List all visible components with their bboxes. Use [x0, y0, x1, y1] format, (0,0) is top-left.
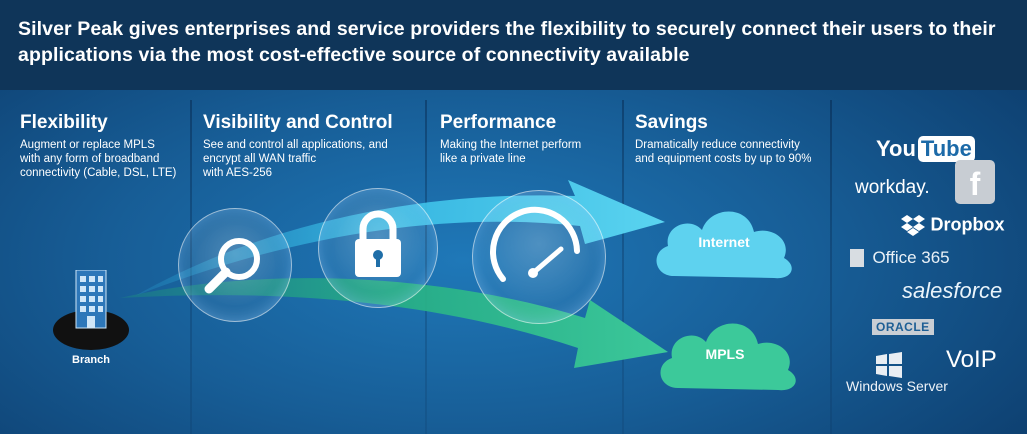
- savings-title: Savings: [635, 112, 708, 133]
- branch-node: Branch: [46, 269, 136, 370]
- performance-title: Performance: [440, 112, 557, 133]
- magnifier-icon: [204, 238, 260, 294]
- flexibility-desc-line: with any form of broadband: [20, 153, 160, 165]
- dropbox-logo: Dropbox: [900, 214, 1004, 236]
- lock-icon: [355, 210, 401, 277]
- visibility-desc-line: See and control all applications, and: [203, 139, 388, 151]
- office-icon: [850, 249, 864, 267]
- branch-label: Branch: [72, 354, 110, 366]
- workday-logo: workday.: [855, 177, 930, 198]
- youtube-tube: Tube: [917, 136, 975, 162]
- header-line-1: Silver Peak gives enterprises and servic…: [18, 18, 996, 40]
- windows-flag-icon: [876, 352, 902, 378]
- column-divider: [622, 100, 624, 434]
- flexibility-desc: Augment or replace MPLS with any form of…: [20, 138, 176, 180]
- dropbox-text: Dropbox: [930, 214, 1005, 235]
- performance-bubble: [472, 190, 606, 324]
- internet-label: Internet: [698, 234, 750, 250]
- voip-logo: VoIP: [946, 346, 997, 373]
- windows-server-logo: Windows Server: [846, 352, 948, 396]
- column-divider: [830, 100, 832, 434]
- mpls-cloud: [660, 323, 796, 391]
- youtube-you: You: [876, 136, 916, 161]
- office365-logo: Office 365: [850, 248, 950, 268]
- oracle-logo: ORACLE: [872, 319, 934, 335]
- flexibility-desc-line: Augment or replace MPLS: [20, 139, 155, 151]
- facebook-logo: f: [955, 160, 995, 204]
- flexibility-title: Flexibility: [20, 112, 108, 133]
- visibility-desc-line: encrypt all WAN traffic: [203, 153, 317, 165]
- visibility-desc-line: with AES-256: [203, 167, 273, 179]
- control-bubble: [318, 188, 438, 308]
- performance-desc-line: Making the Internet perform: [440, 139, 582, 151]
- visibility-bubble: [178, 208, 292, 322]
- flexibility-desc-line: connectivity (Cable, DSL, LTE): [20, 167, 177, 179]
- visibility-desc: See and control all applications, and en…: [203, 138, 388, 180]
- header-text: Silver Peak gives enterprises and servic…: [18, 16, 1008, 68]
- visibility-title: Visibility and Control: [203, 112, 393, 133]
- internet-cloud: [656, 211, 792, 279]
- building-icon: [53, 269, 129, 350]
- mpls-label: MPLS: [705, 346, 745, 362]
- dropbox-icon: [901, 215, 925, 236]
- office-text: Office 365: [872, 248, 950, 267]
- speedometer-icon: [490, 206, 580, 282]
- performance-desc-line: like a private line: [440, 153, 526, 165]
- header-line-2: applications via the most cost-effective…: [18, 44, 690, 66]
- savings-desc-line: Dramatically reduce connectivity: [635, 139, 800, 151]
- performance-desc: Making the Internet perform like a priva…: [440, 138, 581, 166]
- header-banner: Silver Peak gives enterprises and servic…: [0, 0, 1027, 90]
- savings-desc: Dramatically reduce connectivity and equ…: [635, 138, 811, 166]
- savings-desc-line: and equipment costs by up to 90%: [635, 153, 812, 165]
- salesforce-logo: salesforce: [902, 278, 1003, 303]
- windows-server-text: Windows Server: [846, 378, 948, 394]
